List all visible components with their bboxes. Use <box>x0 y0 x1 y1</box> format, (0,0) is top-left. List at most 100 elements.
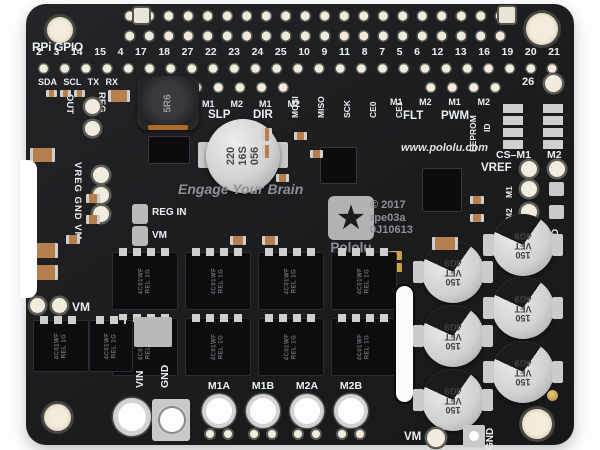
vreg-gnd-vm-label: VREG GND VM <box>72 162 83 241</box>
vm-bottom-label: VM <box>404 431 422 443</box>
reg-label: REG <box>96 92 107 113</box>
motor-channel-label: M2 <box>287 99 300 109</box>
motor-terminal-subholes <box>250 430 276 438</box>
motor-driver-ic <box>320 147 357 184</box>
cs-hole <box>521 161 537 177</box>
gpio-pin-number: 15 <box>94 46 106 58</box>
gpio-pin-number: 27 <box>181 46 194 58</box>
motor-terminal: M2B <box>332 380 370 442</box>
vm-jumper-label: VM <box>152 230 167 241</box>
solder-pad <box>549 182 564 196</box>
smd-component <box>432 237 458 250</box>
smd-component <box>470 196 484 204</box>
board-revision: rpe03a <box>370 211 406 224</box>
smd-component <box>294 132 307 140</box>
smd-component <box>30 148 55 162</box>
mounting-hole <box>526 13 558 45</box>
gpio-pin-number: 23 <box>228 46 240 58</box>
flt-label: FLT <box>403 110 424 122</box>
motor-terminal-label: M2B <box>339 380 363 392</box>
motor-terminal-subholes <box>338 430 364 438</box>
out-label: OUT <box>64 94 75 115</box>
pololu-logo: ★ <box>328 196 374 240</box>
gold-via <box>547 390 558 401</box>
signal-label: RX <box>105 77 118 87</box>
pin1-square-pad <box>134 8 149 23</box>
smd-component <box>60 90 71 97</box>
gpio-pin-number: 3 <box>53 46 60 58</box>
mounting-hole <box>47 17 73 43</box>
motor-terminal-label: M1A <box>207 380 231 392</box>
gpio-pin-number: 22 <box>204 46 217 58</box>
motor-terminal: M1B <box>244 380 282 442</box>
pin26-hole <box>545 75 562 92</box>
motor-terminal-hole <box>294 398 320 424</box>
part-number: 0J10613 <box>370 224 413 236</box>
mounting-hole <box>44 404 71 431</box>
top-header-holes <box>120 6 510 46</box>
smd-component <box>310 150 323 158</box>
signal-label: SDA <box>38 77 58 87</box>
inductor-winding <box>148 125 188 130</box>
vm-jumper-pad <box>132 226 148 246</box>
smd-component <box>262 145 272 158</box>
gpio-pin-number: 12 <box>431 46 444 58</box>
dir-label: DIR <box>253 109 273 121</box>
eeprom-pads <box>503 104 523 150</box>
cs-hole <box>549 161 565 177</box>
gpio-hole-row2 <box>420 79 506 96</box>
reg-in-jumper-pad <box>132 204 148 224</box>
capacitor-polarity-mark <box>492 341 554 403</box>
smd-component <box>276 174 289 182</box>
spi-signal-label: MOSI <box>290 96 300 118</box>
motor-terminal: M2A <box>288 380 326 442</box>
motor-terminal: M1A <box>200 380 238 442</box>
gpio-pin-number: 21 <box>548 46 560 58</box>
capacitor-polarity-mark <box>422 369 484 431</box>
power-inductor: 5R6 <box>137 76 199 130</box>
smd-component <box>108 90 130 102</box>
vm-bottom-hole <box>427 429 445 447</box>
gpio-pin-number: 16 <box>478 46 490 58</box>
cs-m1-label: CS–M1 <box>496 149 532 161</box>
smd-component <box>86 194 100 203</box>
gpio-pin-number: 24 <box>251 46 264 58</box>
spi-signal-label: CE0 <box>368 101 378 118</box>
motor-terminals: M1A M1B M2A M2B <box>200 380 370 442</box>
vref-m1-label: M1 <box>504 186 514 198</box>
out-reg-hole <box>85 99 100 114</box>
gpio-pin-number: 19 <box>501 46 514 58</box>
smd-component <box>30 243 58 258</box>
eeprom-pads <box>543 104 563 150</box>
motor-driver-ic <box>422 168 462 212</box>
id-label: ID <box>482 123 492 133</box>
gpio-pin-number: 5 <box>396 46 403 58</box>
square-pad <box>499 7 515 23</box>
gpio-pin-number: 20 <box>524 46 537 58</box>
copyright-year: © 2017 <box>370 199 406 211</box>
smd-component <box>86 215 100 224</box>
motor-channel-label: M1 <box>448 97 461 107</box>
capacitor-polarity-mark <box>492 277 554 339</box>
vin-label: VIN <box>134 370 146 388</box>
smd-component <box>262 128 272 141</box>
gnd-jumper-pad <box>134 317 172 347</box>
pin26-label: 26 <box>522 76 535 88</box>
pololu-url: www.pololu.com <box>401 142 488 154</box>
motor-channel-label: M1 <box>390 97 403 107</box>
motor-channel-label: M2 <box>477 97 490 107</box>
vm-hole <box>30 298 45 313</box>
